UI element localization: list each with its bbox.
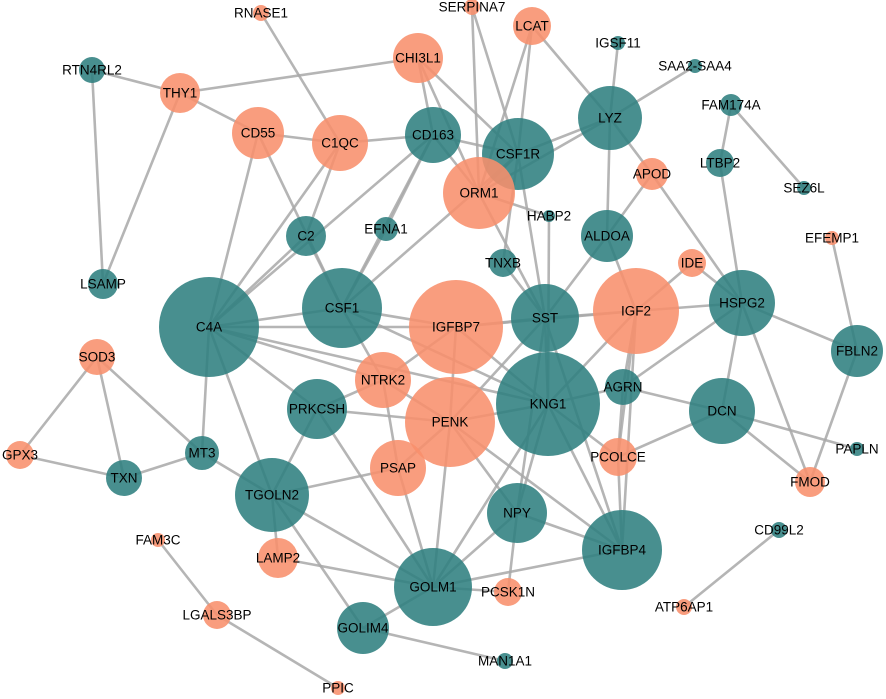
node-LYZ[interactable] — [578, 86, 642, 150]
node-LGALS3BP[interactable] — [203, 601, 231, 629]
node-LTBP2[interactable] — [706, 149, 734, 177]
node-IGSF11[interactable] — [611, 36, 625, 50]
node-KNG1[interactable] — [496, 352, 600, 456]
node-DCN[interactable] — [689, 378, 755, 444]
node-CHI3L1[interactable] — [393, 33, 443, 83]
edge-CD99L2-ATP6AP1 — [682, 528, 781, 609]
node-MAN1A1[interactable] — [497, 653, 513, 669]
node-PRKCSH[interactable] — [287, 379, 347, 439]
node-EFNA1[interactable] — [374, 217, 398, 241]
node-SOD3[interactable] — [79, 339, 115, 375]
node-LCAT[interactable] — [513, 7, 551, 45]
node-IGFBP7[interactable] — [409, 280, 503, 374]
node-FAM174A[interactable] — [720, 94, 742, 116]
node-HABP2[interactable] — [543, 210, 555, 222]
node-PPIC[interactable] — [331, 681, 345, 695]
node-IGFBP4[interactable] — [582, 510, 662, 590]
edge-SOD3-TXN — [95, 355, 126, 480]
node-C4A[interactable] — [159, 277, 259, 377]
node-THY1[interactable] — [160, 73, 200, 113]
node-NTRK2[interactable] — [355, 352, 411, 408]
edge-FAM174A-SEZ6L — [729, 103, 806, 190]
node-RNASE1[interactable] — [253, 5, 269, 21]
node-C2[interactable] — [286, 216, 326, 256]
node-RTN4RL2[interactable] — [79, 57, 105, 83]
node-PAPLN[interactable] — [850, 442, 864, 456]
edge-THY1-LSAMP — [101, 91, 182, 286]
node-TXN[interactable] — [106, 460, 142, 496]
node-FMOD[interactable] — [795, 467, 825, 497]
edge-FAM3C-LGALS3BP — [156, 538, 219, 617]
node-PSAP[interactable] — [370, 440, 426, 496]
node-MT3[interactable] — [185, 436, 219, 470]
node-PCOLCE[interactable] — [599, 438, 637, 476]
nodes-layer — [6, 0, 883, 695]
node-SST[interactable] — [511, 284, 579, 352]
node-IDE[interactable] — [678, 249, 706, 277]
node-CD163[interactable] — [405, 107, 461, 163]
edge-SOD3-GPX3 — [18, 355, 99, 457]
node-GOLIM4[interactable] — [337, 602, 389, 654]
node-EFEMP1[interactable] — [825, 231, 839, 245]
node-LAMP2[interactable] — [258, 538, 298, 578]
node-CSF1[interactable] — [302, 268, 382, 348]
node-C1QC[interactable] — [312, 115, 368, 171]
node-AGRN[interactable] — [605, 369, 641, 405]
node-HSPG2[interactable] — [709, 270, 775, 336]
node-TNXB[interactable] — [489, 249, 517, 277]
node-SERPINA7[interactable] — [464, 0, 480, 15]
node-CD55[interactable] — [232, 107, 284, 159]
node-ALDOA[interactable] — [581, 210, 633, 262]
node-SAA2-SAA4[interactable] — [688, 59, 702, 73]
node-PCSK1N[interactable] — [494, 578, 522, 606]
node-APOD[interactable] — [636, 158, 668, 190]
node-SEZ6L[interactable] — [797, 181, 811, 195]
node-LSAMP[interactable] — [88, 269, 118, 299]
node-GOLM1[interactable] — [394, 548, 472, 626]
edge-LGALS3BP-PPIC — [215, 613, 340, 690]
node-NPY[interactable] — [487, 483, 547, 543]
node-ORM1[interactable] — [443, 157, 515, 229]
node-IGF2[interactable] — [593, 268, 679, 354]
node-FBLN2[interactable] — [831, 325, 883, 377]
node-ATP6AP1[interactable] — [676, 599, 692, 615]
node-CD99L2[interactable] — [771, 522, 787, 538]
node-GPX3[interactable] — [6, 441, 34, 469]
edge-RTN4RL2-LSAMP — [90, 68, 105, 286]
node-TGOLN2[interactable] — [235, 458, 309, 532]
node-PENK[interactable] — [405, 377, 495, 467]
node-FAM3C[interactable] — [151, 533, 165, 547]
edge-SOD3-MT3 — [95, 355, 204, 455]
